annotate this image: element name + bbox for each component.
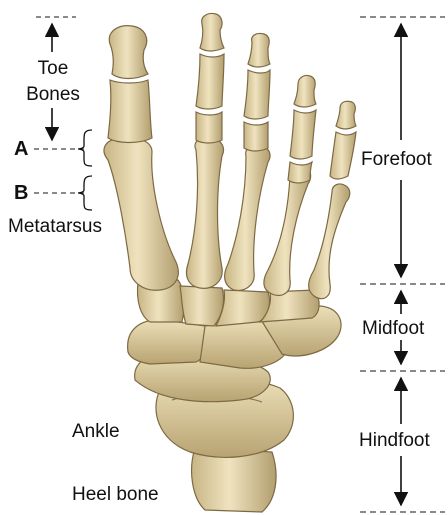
bracket-b: [78, 176, 92, 210]
label-hindfoot: Hindfoot: [359, 430, 430, 451]
label-heel-bone: Heel bone: [72, 484, 159, 505]
metatarsal-bones: [104, 138, 350, 299]
label-a: A: [14, 139, 28, 160]
label-b: B: [14, 183, 28, 204]
label-forefoot: Forefoot: [361, 149, 432, 170]
label-metatarsus: Metatarsus: [8, 216, 102, 237]
bracket-a: [78, 130, 92, 166]
midfoot-bones: [128, 280, 341, 368]
label-ankle: Ankle: [72, 421, 120, 442]
label-toe: Toe: [30, 58, 76, 79]
foot-bones: [104, 13, 356, 512]
label-midfoot: Midfoot: [362, 318, 424, 339]
label-bones: Bones: [22, 84, 84, 105]
